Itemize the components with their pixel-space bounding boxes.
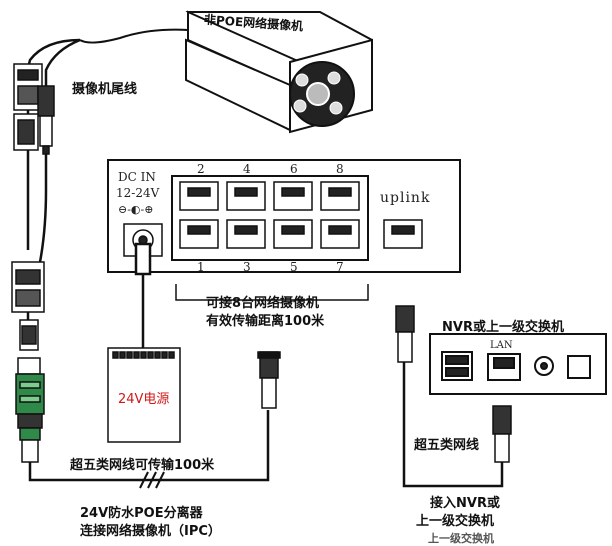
psu-label: 24V电源 bbox=[118, 392, 170, 407]
psu-terminal-pin bbox=[133, 351, 140, 359]
switch-port bbox=[320, 219, 360, 249]
port-number: 6 bbox=[290, 162, 298, 176]
switch-port bbox=[320, 181, 360, 211]
switch-port bbox=[226, 181, 266, 211]
rj45-plug-nvr-bottom bbox=[492, 405, 512, 463]
dc-polarity-label: ⊖-◐-⊕ bbox=[118, 203, 154, 216]
psu-terminal-pin bbox=[140, 351, 147, 359]
dc-in-label: DC IN bbox=[118, 170, 156, 184]
port-number: 2 bbox=[197, 162, 205, 176]
capacity-bracket bbox=[175, 284, 369, 301]
splitter-to-psu-cable bbox=[28, 410, 270, 482]
switch-port bbox=[226, 219, 266, 249]
camera-illustration bbox=[79, 10, 373, 134]
psu-box bbox=[107, 347, 181, 443]
port-number: 8 bbox=[336, 162, 344, 176]
port-number: 4 bbox=[243, 162, 251, 176]
switch-dc-cable bbox=[134, 242, 152, 348]
pigtail-dc-jack bbox=[37, 85, 55, 155]
splitter-line-1: 24V防水POE分离器 bbox=[80, 506, 203, 521]
nvr-connect-line-2: 上一级交换机 bbox=[416, 514, 495, 529]
poe-splitter bbox=[15, 319, 45, 463]
port-number: 3 bbox=[243, 260, 251, 274]
rj45-plug-left bbox=[257, 351, 281, 409]
switch-port-grid bbox=[179, 181, 360, 249]
pigtail-coupler bbox=[11, 261, 45, 313]
pigtail-rj45-female-2 bbox=[13, 113, 39, 151]
psu-terminal-pin bbox=[154, 351, 161, 359]
psu-terminal-pin bbox=[161, 351, 168, 359]
psu-terminal-pin bbox=[119, 351, 126, 359]
uplink-label: uplink bbox=[380, 190, 431, 206]
cat5e-right-label: 超五类网线 bbox=[414, 438, 480, 453]
capacity-line-2: 有效传输距离100米 bbox=[206, 314, 325, 329]
switch-port bbox=[273, 181, 313, 211]
port-number: 1 bbox=[197, 260, 205, 274]
rj45-plug-nvr-top bbox=[395, 305, 415, 363]
nvr-device bbox=[429, 333, 607, 395]
port-number: 5 bbox=[290, 260, 298, 274]
dc-voltage-label: 12-24V bbox=[116, 186, 160, 200]
psu-terminal-pin bbox=[126, 351, 133, 359]
cable-break-marks bbox=[139, 471, 165, 489]
nvr-title: NVR或上一级交换机 bbox=[442, 320, 564, 335]
switch-port bbox=[273, 219, 313, 249]
switch-port bbox=[179, 219, 219, 249]
pigtail-label: 摄像机尾线 bbox=[72, 82, 138, 97]
psu-terminal-pin bbox=[168, 351, 175, 359]
pigtail-rj45-female bbox=[13, 63, 43, 111]
uplink-port bbox=[383, 219, 423, 249]
cat5e-left-label: 超五类网线可传输100米 bbox=[70, 458, 215, 473]
port-number: 7 bbox=[336, 260, 344, 274]
nvr-lan-label: LAN bbox=[490, 340, 513, 351]
nvr-connect-line-1: 接入NVR或 bbox=[430, 496, 500, 511]
switch-port bbox=[179, 181, 219, 211]
nvr-cables bbox=[402, 362, 504, 488]
capacity-line-1: 可接8台网络摄像机 bbox=[206, 296, 320, 311]
splitter-line-2: 连接网络摄像机（IPC） bbox=[80, 524, 221, 539]
psu-terminal-pin bbox=[147, 351, 154, 359]
psu-terminal-pin bbox=[112, 351, 119, 359]
nvr-connect-line-3: 上一级交换机 bbox=[428, 532, 494, 545]
